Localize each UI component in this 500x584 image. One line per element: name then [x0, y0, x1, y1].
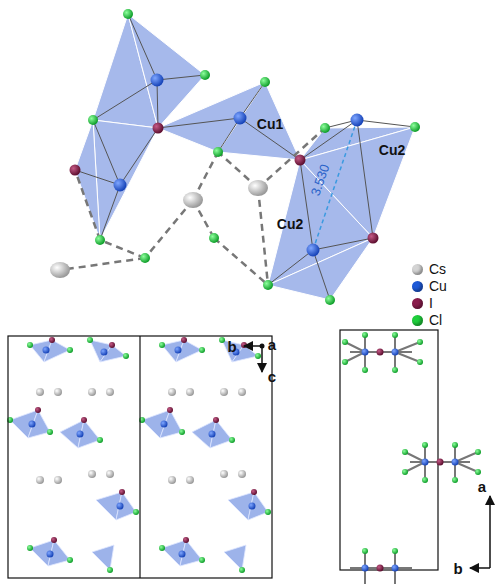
legend-swatch: [412, 298, 423, 309]
atom-label: Cu2: [277, 217, 303, 231]
axis-label: c: [268, 369, 276, 384]
coordination-polyhedra: [75, 14, 415, 300]
unit-cell-view-bc: [7, 336, 272, 578]
axis-label: a: [478, 479, 486, 494]
legend-swatch: [412, 264, 423, 275]
legend-text: Cs: [429, 262, 446, 276]
legend-text: Cu: [429, 279, 447, 293]
cs-contacts: [60, 128, 325, 285]
legend-item: Cl: [412, 313, 442, 327]
legend-item: Cu: [412, 279, 447, 293]
axis-label: b: [453, 561, 462, 576]
axis-label: b: [227, 339, 236, 354]
legend-item: Cs: [412, 262, 446, 276]
legend-text: Cl: [429, 313, 442, 327]
axis-label: a: [268, 337, 276, 352]
atoms: [50, 9, 420, 305]
atom-label: Cu2: [379, 143, 405, 157]
bonds: [75, 14, 415, 300]
unit-cell-view-ab: [340, 330, 490, 584]
atom-label: Cu1: [257, 117, 283, 131]
legend-swatch: [412, 281, 423, 292]
legend-text: I: [429, 296, 433, 310]
legend-swatch: [412, 315, 423, 326]
legend-item: I: [412, 296, 433, 310]
